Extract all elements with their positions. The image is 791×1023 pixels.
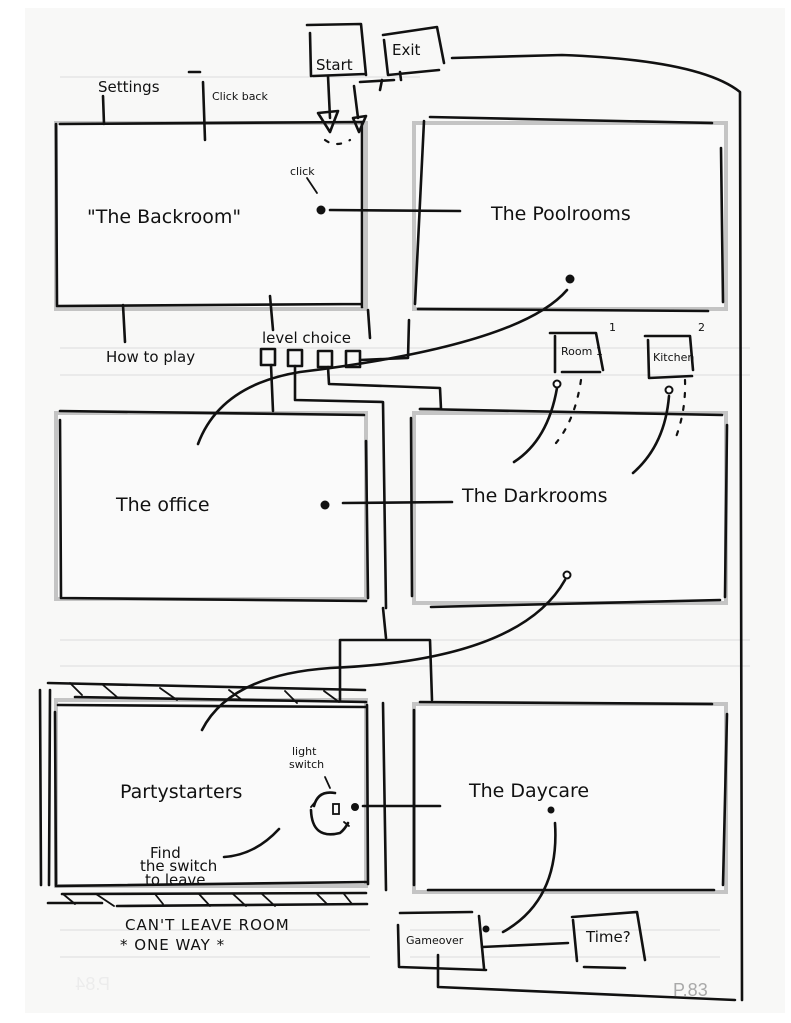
kitchen-box[interactable]: Kitchen 2 — [643, 321, 705, 380]
darkrooms-hotspot[interactable] — [562, 570, 572, 580]
screen-title-darkrooms: The Darkrooms — [461, 485, 608, 507]
switch-icon — [332, 803, 340, 815]
room1-label: Room 1 — [561, 345, 603, 358]
start-exit-arrows[interactable] — [316, 74, 396, 146]
bleed-through-page-number: P.84 — [75, 974, 110, 994]
time-label: Time? — [585, 928, 631, 946]
level-choice-buttons[interactable] — [259, 347, 362, 369]
screen-frame-backroom — [54, 121, 368, 311]
daycare-hotspot[interactable] — [547, 806, 555, 814]
kitchen-label: Kitchen — [653, 351, 694, 364]
time-box[interactable]: Time? — [570, 910, 647, 970]
gameover-time-link — [480, 941, 570, 949]
find-switch-note-line-1: Find — [150, 844, 181, 862]
cant-leave-note: CAN'T LEAVE ROOM — [125, 916, 290, 934]
room1-box[interactable]: Room 1 1 — [548, 321, 616, 374]
exit-button[interactable]: Exit — [381, 25, 446, 82]
click-back-label[interactable]: Click back — [212, 90, 268, 103]
light-switch-note-line-2: switch — [289, 758, 324, 771]
wall-hatching-bottom — [38, 688, 388, 908]
screen-title-office: The office — [115, 494, 210, 516]
click-label: click — [290, 165, 315, 178]
kitchen-index: 2 — [698, 321, 705, 334]
gameover-box[interactable]: Gameover — [396, 910, 490, 972]
exit-loop-line — [450, 53, 744, 1002]
light-switch-note-line-1: light — [292, 745, 317, 758]
screen-title-daycare: The Daycare — [468, 780, 589, 802]
start-button[interactable]: Start — [305, 22, 368, 78]
backroom-hotspot[interactable] — [316, 205, 326, 215]
find-switch-note-line-2: the switch — [140, 857, 217, 875]
screen-title-backroom: "The Backroom" — [87, 206, 241, 228]
screen-frame-office — [54, 411, 368, 601]
level-choice-links — [269, 78, 443, 702]
kitchen-hotspot[interactable] — [664, 385, 674, 395]
bottom-loop-line — [436, 953, 737, 1002]
one-way-note: * ONE WAY * — [120, 936, 225, 954]
find-switch-note-line-3: to leave — [145, 871, 206, 889]
screen-title-poolrooms: The Poolrooms — [490, 203, 631, 225]
connectors — [196, 177, 687, 934]
room1-hotspot[interactable] — [552, 379, 562, 389]
office-hotspot[interactable] — [320, 500, 330, 510]
level-choice-label: level choice — [262, 329, 351, 347]
start-label: Start — [316, 56, 353, 74]
partystarters-hotspot[interactable] — [351, 803, 359, 811]
screen-frame-daycare — [412, 702, 728, 894]
settings-label[interactable]: Settings — [98, 78, 160, 96]
find-switch-pointer — [222, 827, 281, 859]
exit-label: Exit — [392, 41, 421, 59]
gameover-label: Gameover — [406, 934, 464, 947]
poolrooms-hotspot[interactable] — [565, 274, 575, 284]
level-choice-1[interactable] — [259, 347, 277, 367]
screen-title-partystarters: Partystarters — [120, 781, 242, 803]
how-to-play-label[interactable]: How to play — [106, 348, 195, 366]
level-choice-2[interactable] — [286, 348, 304, 368]
gameover-hotspot — [482, 925, 490, 933]
page-number: P.83 — [673, 980, 708, 1000]
level-choice-3[interactable] — [316, 349, 334, 369]
room1-index: 1 — [609, 321, 616, 334]
light-switch[interactable]: light switch — [289, 745, 350, 836]
backroom-menu-leads — [101, 70, 275, 344]
hand-drawn-outlines — [53, 115, 729, 892]
